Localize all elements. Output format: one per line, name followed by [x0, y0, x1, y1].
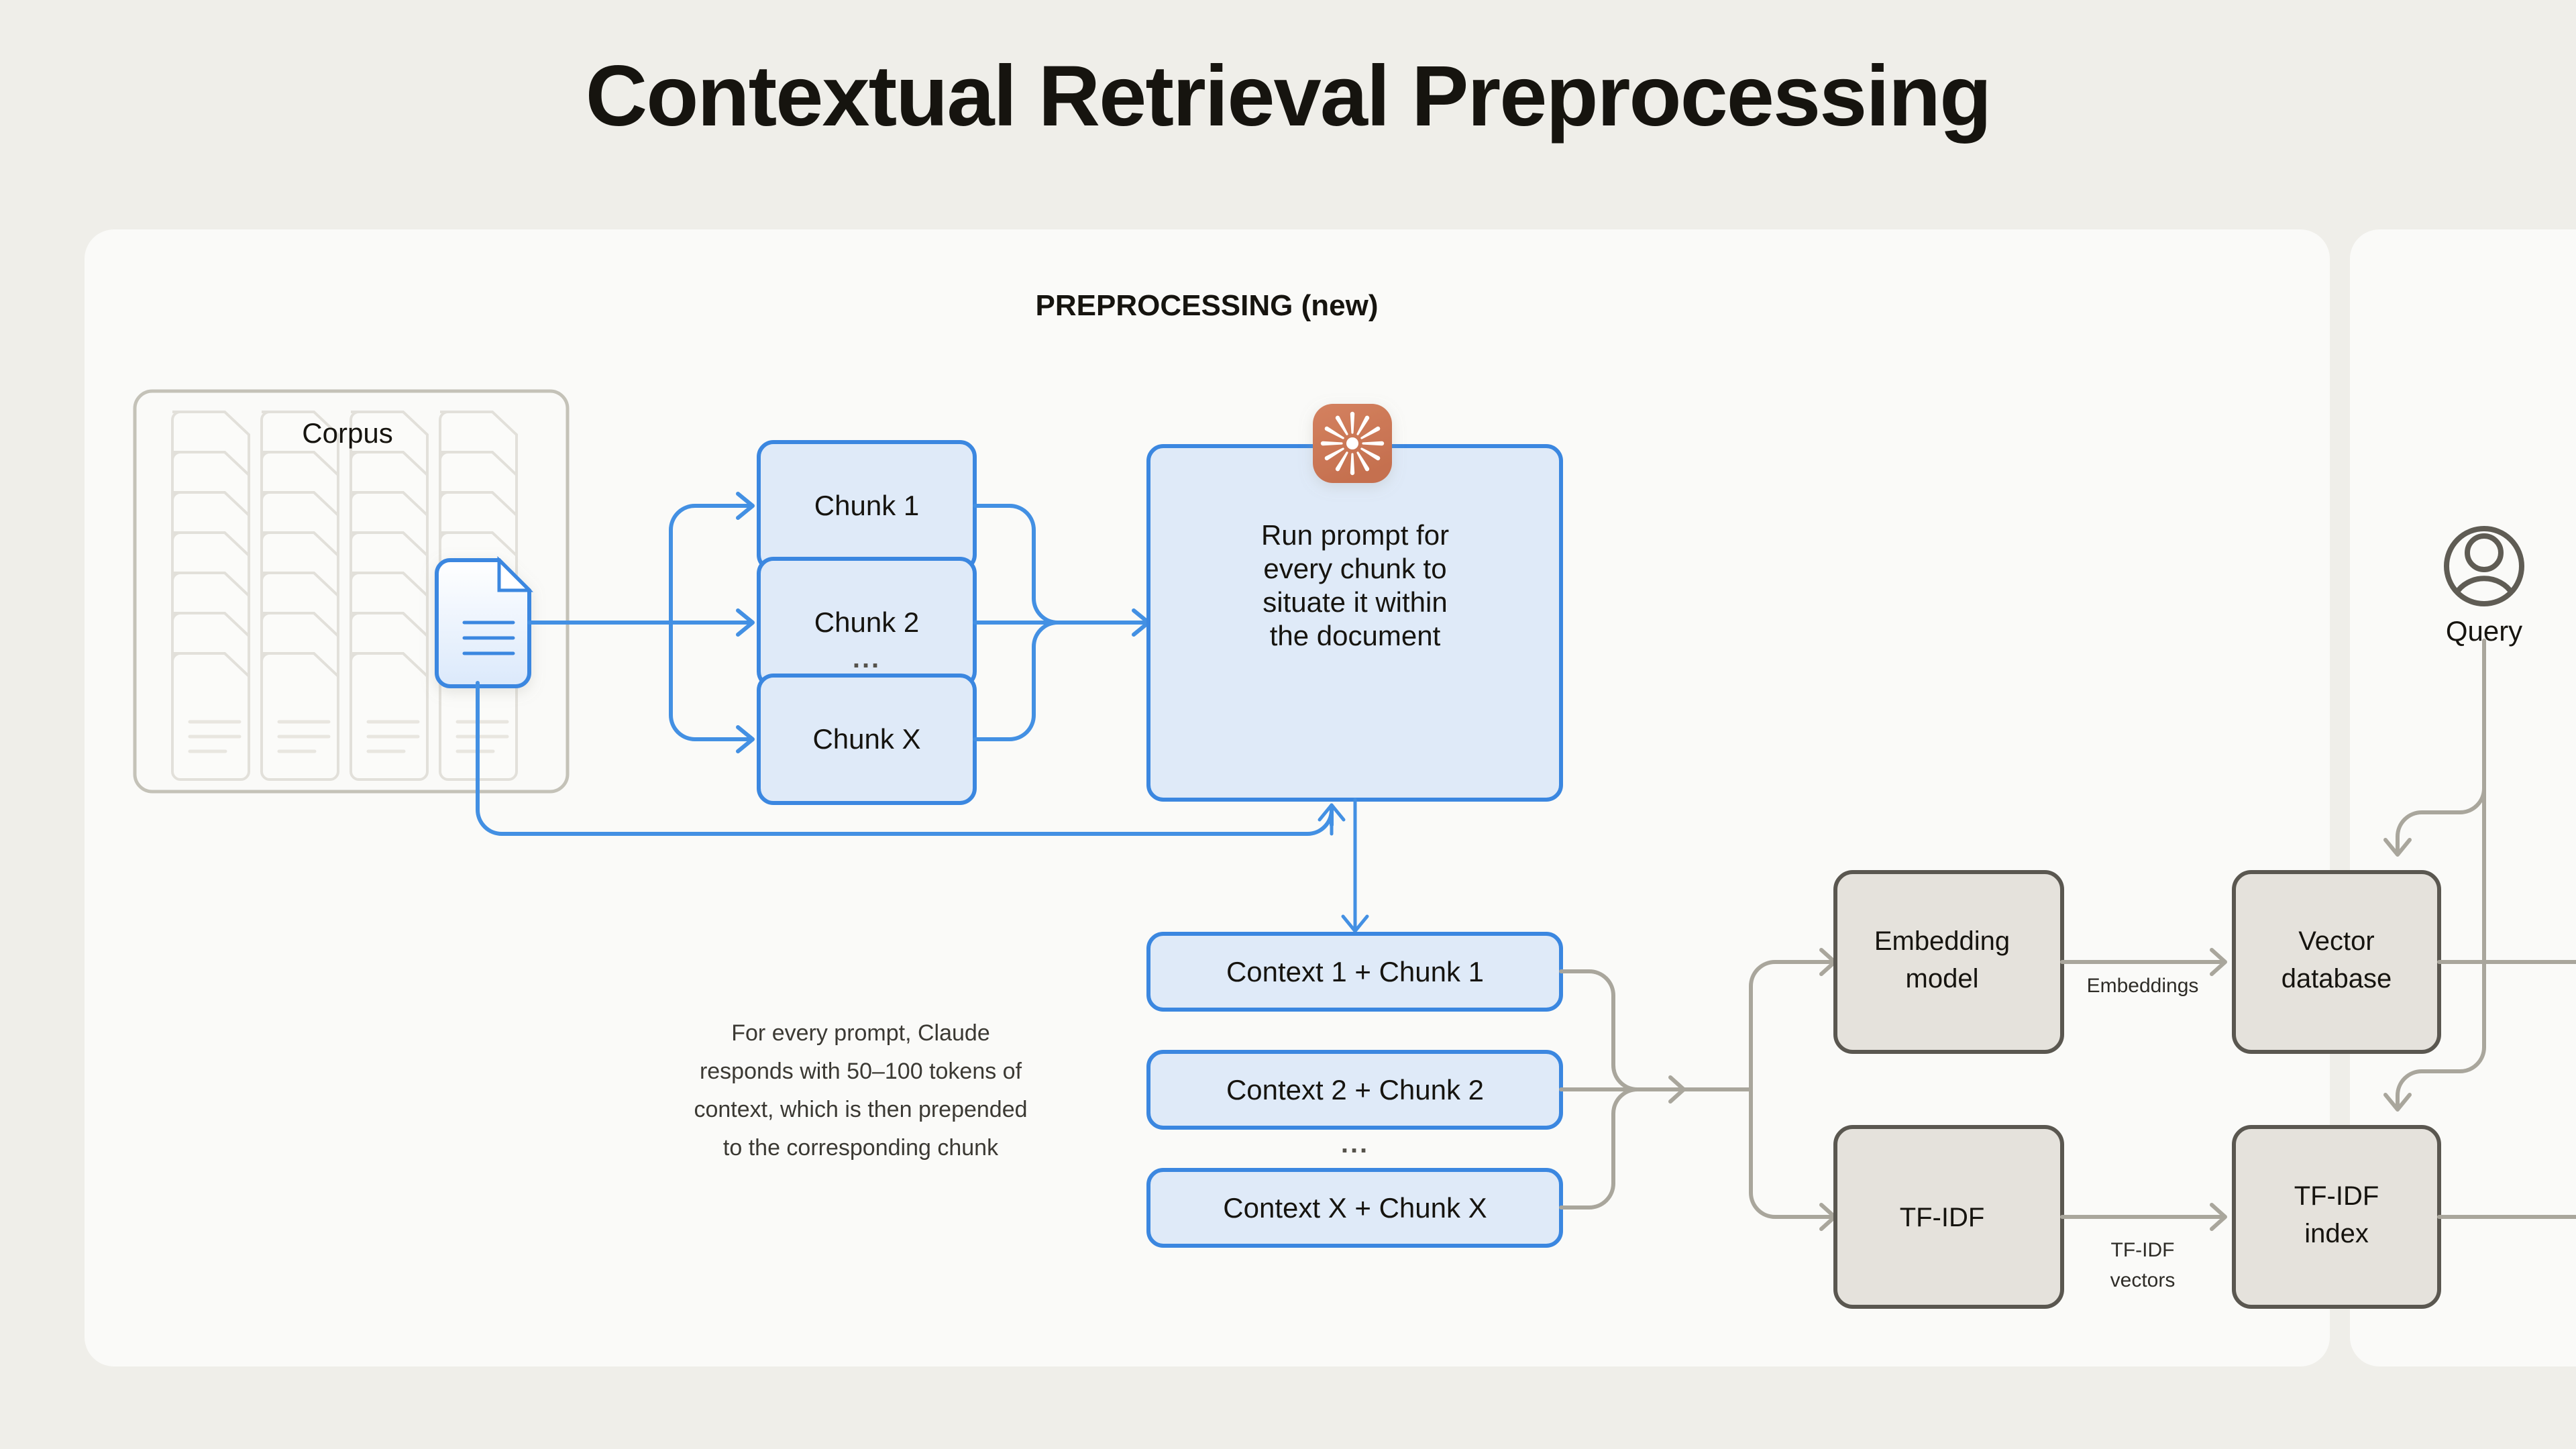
section-label: PREPROCESSING (new) — [1036, 289, 1379, 322]
query-connectors — [2383, 639, 2576, 1219]
claude-sunburst-icon — [1313, 404, 1392, 483]
tfidf-label: TF-IDF — [1900, 1203, 1985, 1232]
run-prompt-line-2: every chunk to — [1263, 553, 1446, 584]
tfidf-index-box[interactable] — [2232, 1125, 2441, 1309]
tfidf-index-line-1: TF-IDF — [2294, 1181, 2379, 1211]
active-document-icon — [435, 555, 534, 688]
chunk-box-2-label: Chunk 2 — [814, 606, 919, 638]
prompt-to-context-connector — [1341, 798, 1369, 933]
edge-label-tfidf-vectors-line-2: vectors — [2110, 1269, 2176, 1291]
retrieval-panel — [2350, 229, 2576, 1366]
vector-database-line-2: database — [2282, 964, 2392, 994]
edge-label-tfidf-vectors-line-1: TF-IDF — [2111, 1239, 2175, 1261]
corpus-label: Corpus — [302, 417, 392, 449]
chunk-box-3-label: Chunk X — [812, 723, 920, 755]
chunks-to-prompt-connectors — [973, 504, 1150, 741]
run-prompt-line-3: situate it within — [1263, 586, 1447, 618]
edge-label-embeddings: Embeddings — [2087, 975, 2199, 997]
caption-line-1: For every prompt, Claude — [731, 1020, 990, 1046]
context-chunk-1-label: Context 1 + Chunk 1 — [1226, 956, 1484, 987]
embedding-model-line-2: model — [1906, 964, 1979, 994]
corpus-to-chunks-connectors — [527, 492, 755, 753]
run-prompt-line-1: Run prompt for — [1261, 519, 1449, 551]
context-chunk-2-label: Context 2 + Chunk 2 — [1226, 1074, 1484, 1106]
chunk-box-1-label: Chunk 1 — [814, 490, 919, 521]
caption-line-3: context, which is then prepended — [694, 1097, 1027, 1122]
context-ellipsis: ... — [1341, 1129, 1369, 1159]
vector-database-box[interactable] — [2232, 870, 2441, 1054]
document-feedback-connector — [476, 681, 1346, 836]
embedding-model-line-1: Embedding — [1874, 926, 2010, 956]
corpus-group-box — [133, 389, 570, 794]
tfidf-index-line-2: index — [2304, 1219, 2369, 1248]
run-prompt-line-4: the document — [1270, 620, 1441, 651]
caption-line-4: to the corresponding chunk — [723, 1135, 999, 1161]
embedding-model-box[interactable] — [1833, 870, 2064, 1054]
chunks-ellipsis: ... — [853, 644, 881, 674]
caption-line-2: responds with 50–100 tokens of — [700, 1059, 1022, 1084]
user-avatar-icon — [2444, 526, 2524, 606]
pipeline-edge-connectors — [2060, 948, 2227, 1231]
query-label: Query — [2446, 615, 2522, 647]
context-chunk-3-label: Context X + Chunk X — [1223, 1192, 1487, 1224]
page-title: Contextual Retrieval Preprocessing — [585, 48, 1992, 144]
vector-database-line-1: Vector — [2298, 926, 2374, 956]
